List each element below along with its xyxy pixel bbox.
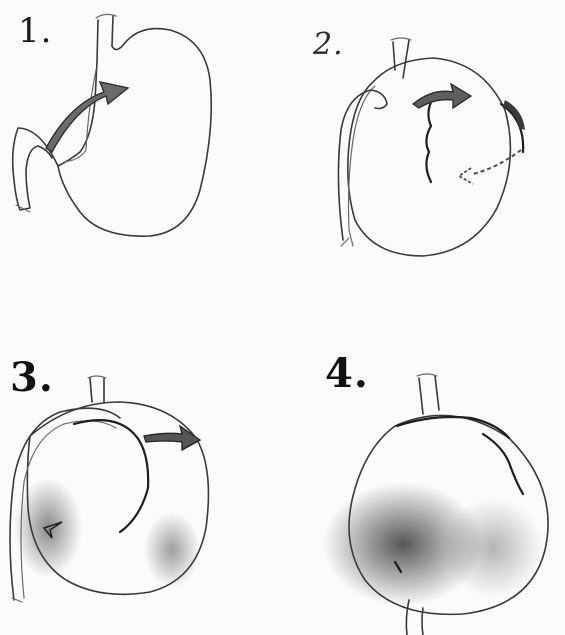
fold-line [74, 420, 148, 532]
esophagus [97, 16, 113, 62]
stomach-outline [58, 29, 211, 237]
panel-step-4: 4. [283, 318, 565, 635]
stomach-drawing-4 [283, 318, 565, 635]
fold-line [426, 98, 433, 182]
panel-step-1: 1. [0, 0, 282, 317]
curved-arrow-icon [144, 426, 200, 450]
duodenum [338, 90, 387, 240]
stomach-drawing-3 [0, 318, 282, 635]
shading-right [144, 512, 200, 588]
esophagus [393, 40, 409, 78]
fold-line [483, 434, 523, 494]
panel-step-2: 2. [283, 0, 565, 317]
esophagus [90, 378, 104, 402]
panel-step-3: 3. [0, 318, 282, 635]
stomach-outline [348, 58, 511, 256]
stomach-drawing-2 [283, 0, 565, 317]
stomach-drawing-1 [0, 0, 282, 317]
curved-arrow-icon [413, 84, 471, 108]
dashed-arrow-icon [473, 150, 521, 174]
esophagus [419, 376, 439, 414]
